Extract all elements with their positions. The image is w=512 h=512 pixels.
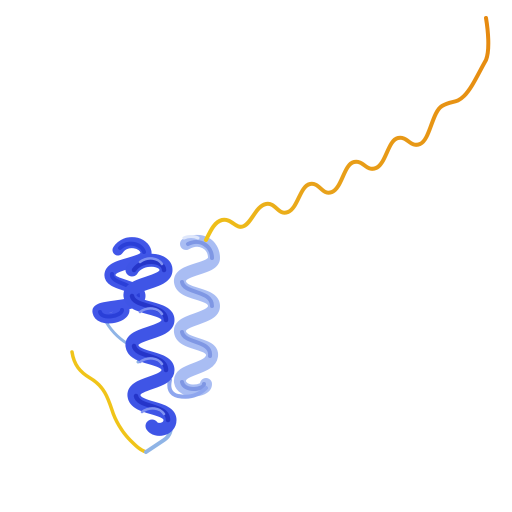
n-terminal-tail xyxy=(70,350,148,454)
c-terminal-coil xyxy=(204,16,491,242)
helix-3 xyxy=(174,234,220,397)
helix-2 xyxy=(123,253,177,436)
loop-connector xyxy=(167,378,208,399)
